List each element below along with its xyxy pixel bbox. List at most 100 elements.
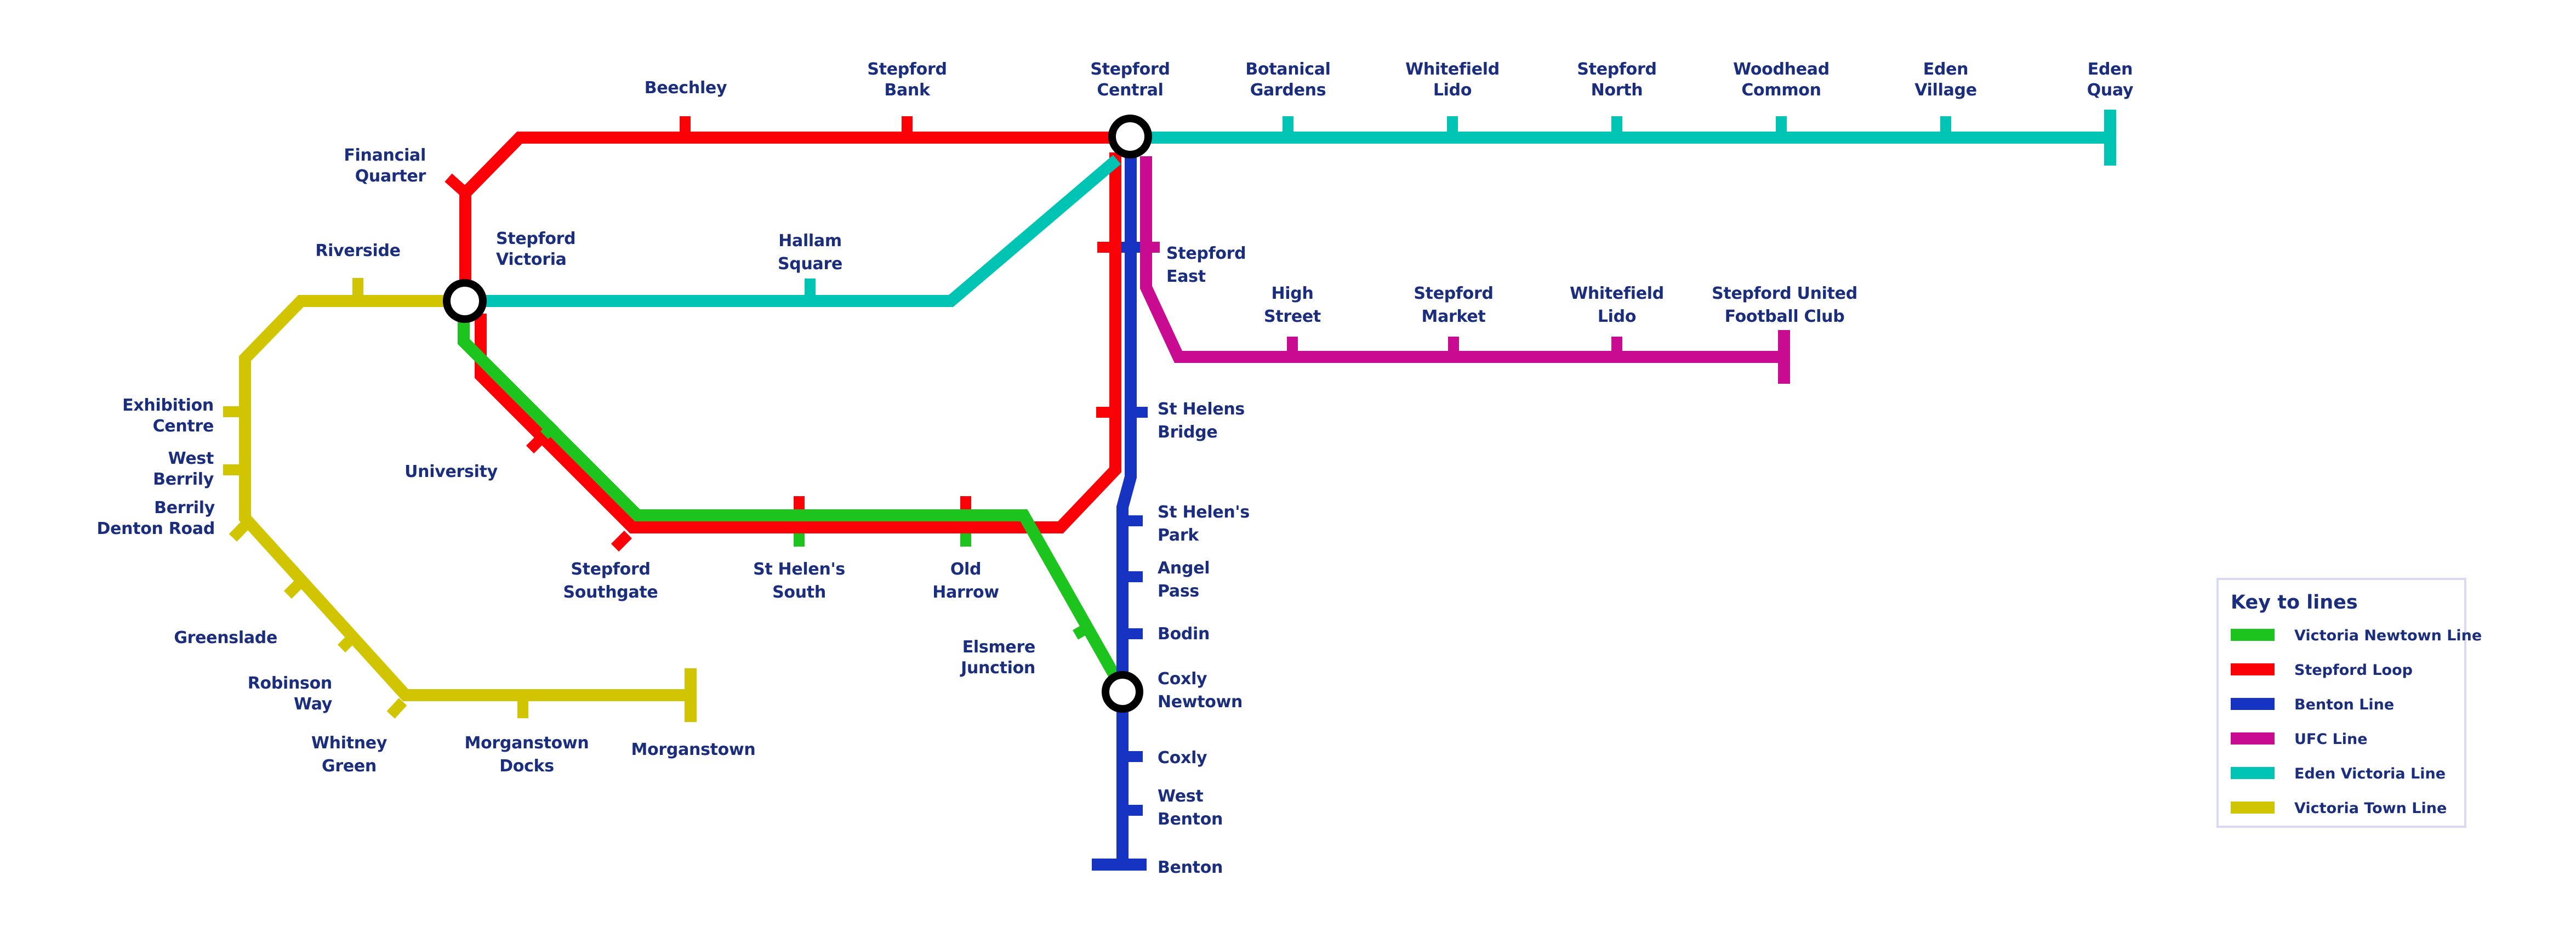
eden-quay-label-2: Quay — [2087, 81, 2134, 100]
woodhead-common-tick — [1776, 116, 1787, 132]
victoria-newtown-line — [458, 314, 1122, 683]
elsmere-junction-label-1: Elsmere — [962, 638, 1035, 657]
whitney-green-label-2: Green — [322, 757, 377, 776]
high-street-label-1: High — [1271, 284, 1313, 303]
old-harrow-tick-red — [960, 496, 971, 509]
st-helens-bridge-label-2: Bridge — [1158, 423, 1217, 442]
bodin-tick — [1129, 628, 1143, 639]
stepford-market-tick — [1448, 337, 1459, 352]
old-harrow-label-1: Old — [950, 560, 981, 579]
st-helens-south-label-1: St Helen's — [753, 560, 845, 579]
st-helens-bridge-label-1: St Helens — [1158, 400, 1245, 419]
university-tick-green — [540, 420, 560, 440]
stepford-bank-label-2: Bank — [884, 81, 931, 100]
st-helens-bridge-tick-blue — [1137, 407, 1148, 418]
whitney-green-label-1: Whitney — [311, 734, 387, 753]
hallam-square-label-1: Hallam — [778, 231, 842, 251]
stepford-north-label-2: North — [1591, 81, 1643, 100]
stepford-central-interchange — [1108, 115, 1152, 158]
morganstown-terminus-bar — [685, 668, 697, 722]
hallam-square-tick — [805, 279, 816, 295]
st-helens-south-tick-green — [794, 533, 805, 547]
coxly-tick — [1129, 751, 1143, 762]
ufc-line — [1140, 156, 1781, 363]
morganstown-label: Morganstown — [631, 740, 756, 759]
st-helens-south-label-2: South — [772, 583, 826, 602]
legend-label-victoria-town: Victoria Town Line — [2294, 800, 2447, 817]
bodin-label: Bodin — [1158, 624, 1210, 644]
stepford-bank-tick — [902, 116, 913, 132]
st-helens-park-label-2: Park — [1158, 526, 1199, 545]
exhibition-centre-tick — [223, 406, 239, 417]
st-helens-park-tick — [1129, 515, 1143, 526]
victoria-town-line — [239, 295, 685, 701]
stepford-victoria-label-2: Victoria — [496, 250, 567, 269]
legend-swatch-stepford-loop — [2231, 663, 2275, 675]
stepford-victoria-interchange — [443, 279, 487, 323]
whitefield-lido-tick — [1611, 337, 1622, 352]
financial-quarter-label-2: Quarter — [355, 167, 426, 186]
whitney-green-tick — [386, 698, 407, 719]
greenslade-tick — [283, 577, 305, 599]
robinson-way-label-2: Way — [294, 695, 333, 714]
stepford-united-label-1: Stepford United — [1712, 284, 1857, 303]
morganstown-docks-label-1: Morganstown — [465, 734, 589, 753]
st-helens-bridge-tick-red — [1096, 407, 1109, 418]
st-helens-park-label-1: St Helen's — [1158, 503, 1250, 522]
stepford-southgate-label-2: Southgate — [563, 583, 658, 602]
beechley-label: Beechley — [645, 78, 727, 98]
stepford-southgate-tick — [611, 530, 632, 552]
stepford-united-label-2: Football Club — [1725, 307, 1845, 326]
morganstown-docks-label-2: Docks — [499, 757, 554, 776]
eden-victoria-line-west — [485, 155, 1121, 307]
stepford-southgate-label-1: Stepford — [571, 560, 650, 579]
hallam-square-label-2: Square — [778, 254, 842, 274]
stepford-east-label-2: East — [1166, 267, 1206, 286]
riverside-tick — [352, 278, 363, 295]
elsmere-junction-label-2: Junction — [960, 658, 1035, 678]
stepford-market-label-1: Stepford — [1414, 284, 1493, 303]
west-benton-label-2: Benton — [1158, 810, 1223, 829]
coxly-newtown-label-2: Newtown — [1158, 692, 1243, 712]
whitefield-lido-label-1: Whitefield — [1570, 284, 1664, 303]
eden-village-tick — [1940, 116, 1951, 132]
west-berrily-tick — [223, 464, 239, 475]
eden-quay-terminus-bar — [2104, 110, 2116, 166]
coxly-newtown-interchange — [1102, 671, 1143, 713]
angel-pass-tick — [1129, 571, 1143, 582]
legend-label-ufc: UFC Line — [2294, 731, 2368, 748]
stepford-loop-line-north — [459, 132, 1130, 301]
greenslade-label: Greenslade — [174, 628, 277, 647]
coxly-label: Coxly — [1158, 748, 1207, 768]
whitefield-lido-north-tick — [1447, 116, 1458, 132]
legend-swatch-victoria-newtown — [2231, 629, 2275, 641]
west-berrily-label-2: Berrily — [153, 470, 214, 489]
stepford-central-label-2: Central — [1097, 81, 1163, 100]
robinson-way-tick — [337, 631, 359, 653]
stepford-united-terminus-bar — [1778, 330, 1790, 384]
benton-terminus-bar — [1092, 859, 1147, 871]
woodhead-common-label-2: Common — [1741, 81, 1821, 100]
exhibition-centre-label-1: Exhibition — [122, 396, 214, 415]
botanical-gardens-tick — [1283, 116, 1293, 132]
west-benton-label-1: West — [1158, 787, 1203, 806]
angel-pass-label-1: Angel — [1158, 559, 1210, 578]
legend-box — [2216, 578, 2466, 828]
stepford-victoria-label-1: Stepford — [496, 229, 575, 248]
stepford-central-label-1: Stepford — [1090, 60, 1170, 79]
beechley-tick — [680, 116, 691, 132]
stepford-north-label-1: Stepford — [1577, 60, 1656, 79]
whitefield-lido-label-2: Lido — [1598, 307, 1636, 326]
berrily-denton-road-label-2: Denton Road — [97, 519, 215, 538]
legend-swatch-ufc — [2231, 732, 2275, 745]
legend-swatch-eden-victoria — [2231, 767, 2275, 779]
botanical-gardens-label-2: Gardens — [1250, 81, 1326, 100]
university-label: University — [404, 462, 498, 481]
whitefield-lido-north-label-2: Lido — [1433, 81, 1472, 100]
legend-title: Key to lines — [2231, 592, 2358, 613]
eden-village-label-2: Village — [1914, 81, 1977, 100]
stepford-east-label-1: Stepford — [1166, 244, 1246, 263]
stepford-market-label-2: Market — [1422, 307, 1486, 326]
berrily-denton-road-label-1: Berrily — [154, 498, 215, 518]
